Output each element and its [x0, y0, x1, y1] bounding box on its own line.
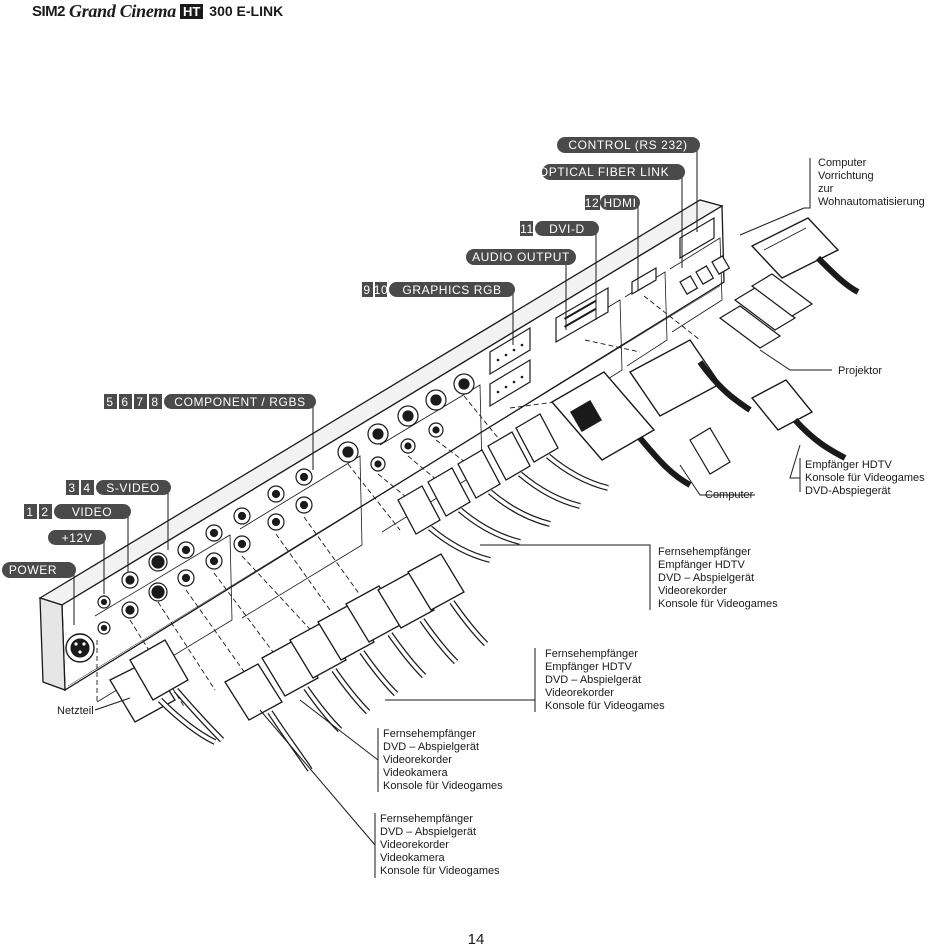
device-video-3: Videorekorder [383, 754, 452, 766]
device-svideo-2: Empfänger HDTV [545, 661, 632, 673]
audio-optical-plugs [689, 273, 814, 475]
product-script-logo: Grand Cinema [69, 0, 176, 21]
device-video2-5: Konsole für Videogames [380, 865, 500, 877]
component-rca-jacks [177, 468, 313, 587]
device-video-1: Fernsehempfänger [383, 728, 476, 740]
hdmi-number: 12 [585, 196, 600, 210]
dvi-vga-plugs [550, 339, 752, 488]
component-number-5: 5 [106, 395, 113, 409]
device-leaders [94, 207, 832, 846]
device-hdmi-2: Konsole für Videogames [805, 472, 925, 484]
dvid-label: DVI-D [549, 222, 585, 236]
device-list-svideo: Fernsehempfänger Empfänger HDTV DVD – Ab… [545, 648, 665, 712]
rca-plugs [129, 553, 465, 721]
device-video2-3: Videorekorder [380, 839, 449, 851]
optical-ports [679, 255, 731, 295]
device-hdmi-3: DVD-Abspiegerät [805, 485, 891, 497]
svideo-label: S-VIDEO [106, 481, 160, 495]
bnc-plugs [397, 413, 559, 535]
component-number-7: 7 [136, 395, 143, 409]
device-computer-3: zur [818, 183, 834, 195]
device-video-2: DVD – Abspielgerät [383, 741, 479, 753]
product-badge: HT [179, 3, 204, 19]
audio-output-label: AUDIO OUTPUT [472, 250, 570, 264]
device-list-hdmi: Empfänger HDTV Konsole für Videogames DV… [805, 459, 925, 497]
device-svideo-3: DVD – Abspielgerät [545, 674, 641, 686]
video-label: VIDEO [72, 505, 112, 519]
bnc-cords-inner [428, 454, 609, 562]
svideo-number-3: 3 [68, 481, 75, 495]
header: SIM2 Grand Cinema HT 300 E-LINK [32, 0, 284, 21]
model-name: 300 E-LINK [209, 3, 284, 19]
dvid-number: 11 [520, 222, 534, 236]
optical-label: OPTICAL FIBER LINK [539, 165, 669, 179]
rs232-plug [750, 217, 860, 295]
page-number: 14 [468, 931, 485, 948]
device-video2-4: Videokamera [380, 852, 445, 864]
device-svideo-4: Videorekorder [545, 687, 614, 699]
device-computer-4: Wohnautomatisierung [818, 196, 925, 208]
hdmi-label: HDMI [603, 196, 636, 210]
device-computer-dvi: Computer [705, 489, 754, 501]
device-svideo-5: Konsole für Videogames [545, 700, 665, 712]
component-number-6: 6 [121, 395, 128, 409]
device-netzteil: Netzteil [57, 705, 94, 717]
svideo-sockets [148, 552, 168, 602]
dvi-port [555, 286, 609, 344]
trigger-jacks [97, 595, 111, 635]
device-component-5: Konsole für Videogames [658, 598, 778, 610]
device-svideo-1: Fernsehempfänger [545, 648, 638, 660]
device-video-5: Konsole für Videogames [383, 780, 503, 792]
rs232-port [679, 216, 715, 260]
power-label: POWER [9, 563, 57, 577]
bnc-jacks [337, 373, 475, 472]
label-pills [2, 137, 700, 578]
device-component-1: Fernsehempfänger [658, 546, 751, 558]
device-component-4: Videorekorder [658, 585, 727, 597]
device-video2-1: Fernsehempfänger [380, 813, 473, 825]
device-computer-1: Computer [818, 157, 867, 169]
device-list-computer: Computer Vorrichtung zur Wohnautomatisie… [818, 157, 925, 208]
device-component-3: DVD – Abspielgerät [658, 572, 754, 584]
device-video2-2: DVD – Abspielgerät [380, 826, 476, 838]
vga-ports [489, 326, 531, 408]
device-list-component: Fernsehempfänger Empfänger HDTV DVD – Ab… [658, 546, 778, 610]
device-hdmi-1: Empfänger HDTV [805, 459, 892, 471]
video-number-1: 1 [26, 505, 33, 519]
device-component-2: Empfänger HDTV [658, 559, 745, 571]
graphics-number-10: 10 [374, 283, 389, 297]
device-computer-2: Vorrichtung [818, 170, 874, 182]
component-rgbs-label: COMPONENT / RGBS [174, 395, 305, 409]
power-socket [65, 633, 95, 663]
hdmi-plug [750, 379, 847, 461]
device-video-4: Videokamera [383, 767, 448, 779]
brand-logo: SIM2 [32, 2, 66, 20]
rca-cords-inner [174, 600, 488, 771]
component-number-8: 8 [151, 395, 158, 409]
device-list-video: Fernsehempfänger DVD – Abspielgerät Vide… [383, 728, 503, 792]
device-projektor: Projektor [838, 365, 882, 377]
video-rca-jacks [121, 571, 139, 619]
device-list-video-2: Fernsehempfänger DVD – Abspielgerät Vide… [380, 813, 500, 877]
plus12v-label: +12V [62, 531, 93, 545]
video-number-2: 2 [41, 505, 48, 519]
group-brackets [374, 158, 811, 878]
control-label: CONTROL (RS 232) [568, 138, 687, 152]
label-texts: CONTROL (RS 232) OPTICAL FIBER LINK 12 H… [9, 138, 687, 577]
svideo-number-4: 4 [83, 481, 90, 495]
graphics-rgb-label: GRAPHICS RGB [402, 283, 501, 297]
graphics-number-9: 9 [363, 283, 370, 297]
